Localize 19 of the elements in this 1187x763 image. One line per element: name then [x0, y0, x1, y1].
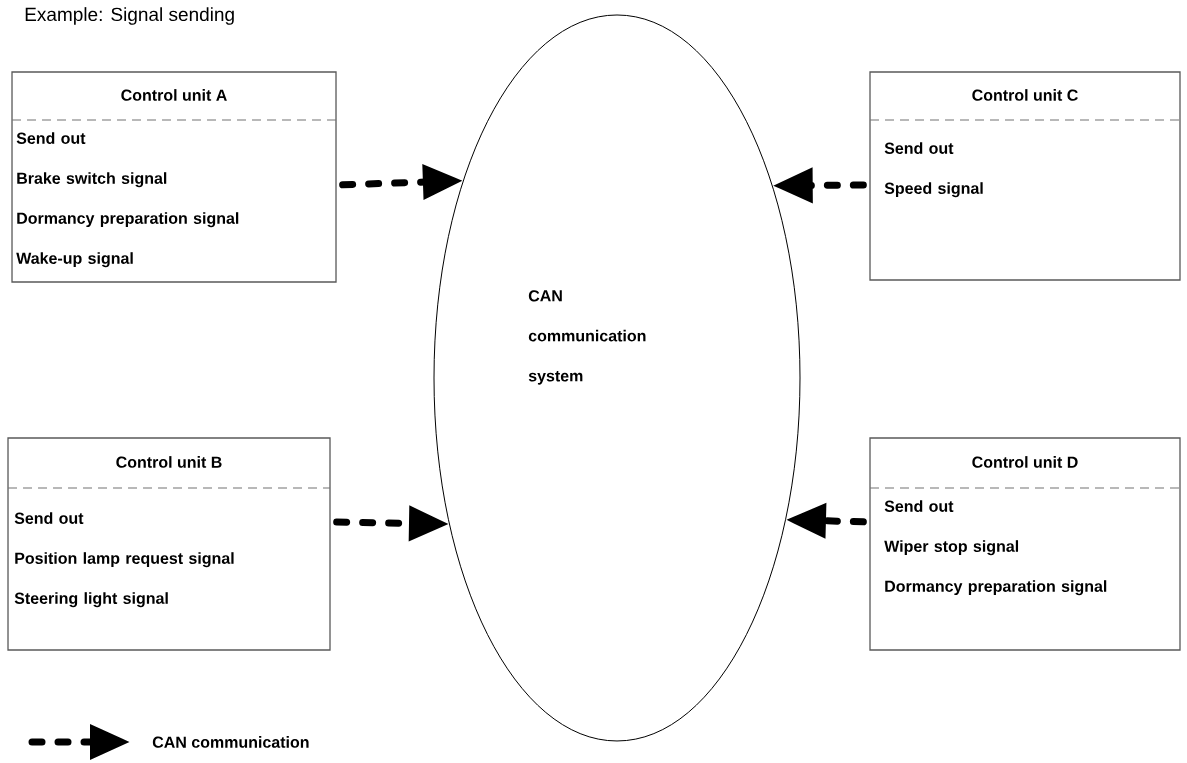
signal-label: Wake-up signal: [16, 252, 133, 268]
signal-label: Wiper stop signal: [884, 540, 1019, 556]
signal-label: Send out: [884, 142, 954, 154]
legend-label: CAN communication: [152, 736, 309, 748]
signal-label: Position lamp request signal: [15, 552, 234, 568]
signal-label: Speed signal: [884, 182, 983, 198]
system-label: CAN communication system: [528, 290, 646, 385]
box-heading: Control unit D: [972, 456, 1078, 468]
title: Example: Signal sending: [25, 7, 234, 25]
signal-label: Send out: [14, 512, 84, 524]
signal-label: Steering light signal: [14, 592, 168, 608]
box-heading: Control unit B: [116, 456, 222, 468]
signal-label: Send out: [884, 500, 954, 512]
signal-label: Dormancy preparation signal: [17, 212, 239, 228]
box-heading: Control unit A: [121, 89, 227, 101]
signal-label: Dormancy preparation signal: [885, 580, 1107, 596]
box-heading: Control unit C: [972, 89, 1078, 101]
signal-label: Brake switch signal: [17, 172, 167, 188]
signal-label: Send out: [16, 132, 86, 144]
